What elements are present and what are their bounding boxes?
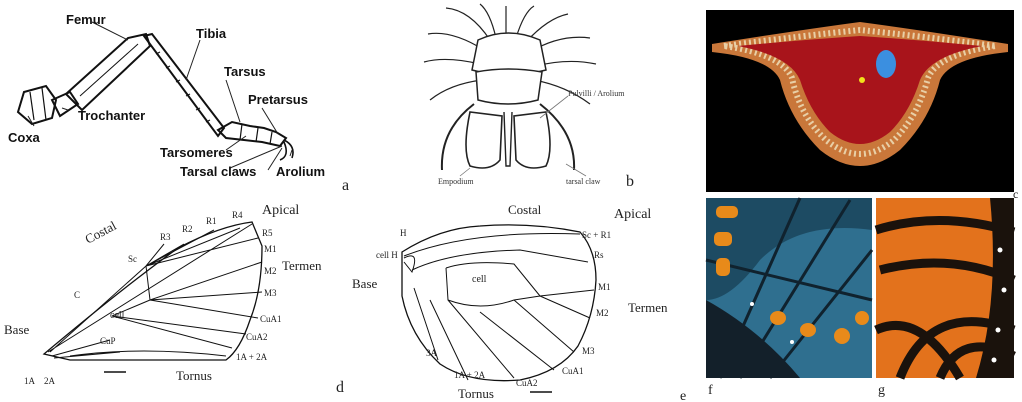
label-cell-h: cell H	[376, 250, 398, 260]
panel-e-hindwing: Costal Apical Termen Tornus Base cell ce…	[352, 202, 686, 402]
panel-letter-d: d	[336, 379, 344, 396]
blue-spot	[876, 50, 896, 78]
label-tornus-e: Tornus	[458, 386, 494, 401]
spot-f5	[800, 323, 816, 337]
coxa-detail	[30, 88, 46, 120]
panel-d-forewing: Costal Apical Termen Tornus Base cell Sc…	[4, 203, 344, 396]
panel-f-photo: f	[706, 198, 872, 398]
tarsal-segment-2	[476, 69, 542, 104]
panel-letter-e: e	[680, 389, 686, 402]
vein-rs: Rs	[594, 250, 604, 260]
tarsus-shape	[218, 122, 286, 146]
vein-r4: R4	[232, 210, 243, 220]
label-femur: Femur	[66, 12, 106, 27]
panel-letter-g: g	[878, 383, 885, 398]
vein-2a: 2A	[44, 376, 56, 386]
spot-f4	[770, 311, 786, 325]
panel-c-cross-section: c	[706, 10, 1018, 201]
vein-sc-r1: Sc + R1	[582, 230, 611, 240]
panel-letter-b: b	[626, 173, 634, 190]
vein-r1: R1	[206, 216, 217, 226]
label-trochanter: Trochanter	[78, 108, 145, 123]
label-base-e: Base	[352, 276, 378, 291]
label-tarsomeres: Tarsomeres	[160, 145, 233, 160]
panel-b-pretarsus: Pulvilli / Arolium Empodium tarsal claw …	[424, 4, 634, 190]
label-tibia: Tibia	[196, 26, 227, 41]
spot-f2	[714, 232, 732, 246]
panel-g-photo: g	[876, 198, 1014, 398]
label-costal: Costal	[82, 218, 119, 247]
label-cell: cell	[110, 310, 125, 321]
dot-f2	[790, 340, 794, 344]
dot-g4	[992, 358, 997, 363]
vein-cua1-e: CuA1	[562, 366, 584, 376]
vein-cua1: CuA1	[260, 314, 282, 324]
vein-cua2: CuA2	[246, 332, 268, 342]
vein-1a2a: 1A + 2A	[236, 352, 268, 362]
coxa-shape	[18, 86, 56, 124]
vein-cua2-e: CuA2	[516, 378, 538, 388]
label-apical-e: Apical	[614, 207, 651, 222]
spot-f1	[716, 206, 738, 218]
label-costal-e: Costal	[508, 202, 542, 217]
label-tarsal-claws: Tarsal claws	[180, 164, 256, 179]
femur-shape	[66, 34, 150, 110]
vein-m1-e: M1	[598, 282, 611, 292]
spot-f6	[834, 328, 850, 344]
label-apical: Apical	[262, 203, 299, 218]
empodium	[504, 112, 512, 166]
panel-letter-a: a	[342, 177, 349, 194]
femur-detail	[80, 44, 138, 96]
vein-m2-e: M2	[596, 308, 609, 318]
label-pretarsus: Pretarsus	[248, 92, 308, 107]
dot-g1	[998, 248, 1003, 253]
tibia-shape	[144, 34, 224, 136]
vein-r2: R2	[182, 224, 193, 234]
vein-m3-e: M3	[582, 346, 595, 356]
spot-f3	[716, 258, 730, 276]
vein-sc: Sc	[128, 254, 137, 264]
vein-3a-e: 3A	[426, 348, 438, 358]
dot-g3	[996, 328, 1001, 333]
veins	[48, 224, 262, 358]
vein-r5: R5	[262, 228, 273, 238]
vein-1a: 1A	[24, 376, 36, 386]
label-termen-e: Termen	[628, 300, 668, 315]
label-termen: Termen	[282, 258, 322, 273]
panel-letter-f: f	[708, 383, 713, 398]
vein-1a2a-e: 1A + 2A	[454, 370, 486, 380]
vein-r3: R3	[160, 232, 171, 242]
panel-a-leg: Femur Tibia Tarsus Pretarsus Trochanter …	[8, 12, 349, 194]
label-empodium: Empodium	[438, 177, 474, 186]
pulvillus-right	[514, 112, 550, 168]
hindwing-veins	[404, 233, 594, 380]
vein-cup: CuP	[100, 336, 116, 346]
label-coxa: Coxa	[8, 130, 41, 145]
dot-f1	[750, 302, 754, 306]
pulvillus-left	[466, 112, 502, 168]
label-tarsal-claw: tarsal claw	[566, 177, 601, 186]
label-cell-e: cell	[472, 274, 487, 285]
vein-m3: M3	[264, 288, 277, 298]
label-h: H	[400, 228, 407, 238]
vein-m1: M1	[264, 244, 277, 254]
label-base: Base	[4, 322, 30, 337]
dot-g2	[1002, 288, 1007, 293]
label-arolium: Arolium	[276, 164, 325, 179]
spot-f7	[855, 311, 869, 325]
label-tarsus: Tarsus	[224, 64, 266, 79]
label-pulvilli: Pulvilli / Arolium	[568, 89, 625, 98]
yellow-dot	[859, 77, 865, 83]
vein-m2: M2	[264, 266, 277, 276]
label-tornus: Tornus	[176, 368, 212, 383]
vein-c: C	[74, 290, 80, 300]
